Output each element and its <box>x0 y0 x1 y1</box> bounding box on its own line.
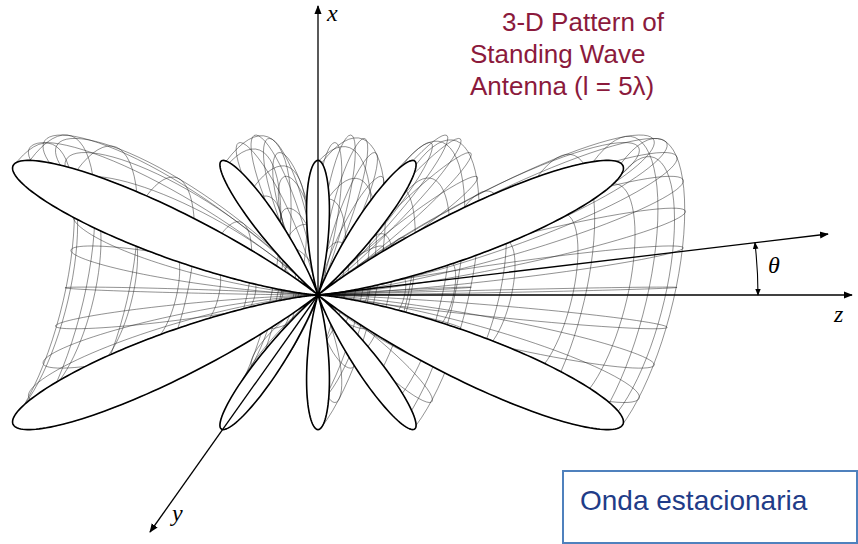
theta-direction <box>318 234 828 295</box>
y-axis <box>150 295 318 532</box>
axis-label: y <box>172 500 183 526</box>
mesh-line <box>618 157 674 412</box>
caption-box: Onda estacionaria <box>562 470 858 544</box>
pattern-mesh <box>13 135 686 430</box>
axes <box>150 6 852 532</box>
axis-label: x <box>327 0 338 26</box>
angle-label: θ <box>768 252 780 278</box>
x-axis <box>317 6 318 295</box>
caption-text: Onda estacionaria <box>580 484 807 518</box>
axis-label: z <box>834 301 843 327</box>
theta-arc <box>755 243 758 295</box>
z-axis <box>318 294 852 295</box>
title: 3-D Pattern of Standing Wave Antenna (l … <box>470 6 720 102</box>
